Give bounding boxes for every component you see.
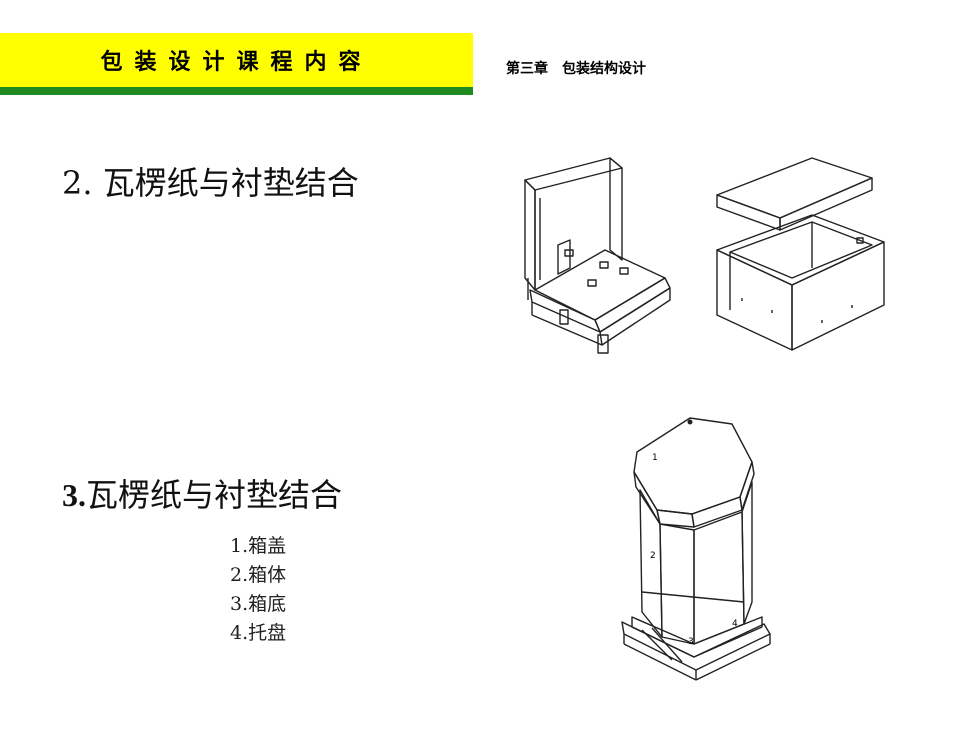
callout-1: 1: [652, 453, 658, 463]
list-item: 1.箱盖: [230, 535, 287, 557]
section-heading-3-text: 瓦楞纸与衬垫结合: [86, 476, 343, 514]
figure-lid-and-box-illustration: [712, 150, 892, 355]
section-heading-3-number: 3.: [62, 477, 86, 513]
callout-3: 3: [688, 637, 694, 647]
parts-list: 1.箱盖 2.箱体 3.箱底 4.托盘: [230, 532, 286, 648]
callout-4: 4: [732, 619, 738, 629]
list-item: 2.箱体: [230, 564, 287, 586]
callout-2: 2: [650, 551, 656, 561]
header-title: 包装设计课程内容: [100, 50, 373, 75]
header-underline: [0, 87, 473, 95]
section-heading-2: 2. 瓦楞纸与衬垫结合: [62, 164, 359, 202]
section-heading-3: 3.瓦楞纸与衬垫结合: [62, 470, 342, 516]
chapter-label: 第三章 包装结构设计: [506, 61, 646, 77]
header-band: [0, 33, 473, 87]
figure-open-tray-illustration: [510, 150, 680, 360]
figure-octagonal-container-illustration: 1 2 3 4: [612, 412, 782, 687]
list-item: 3.箱底: [230, 593, 287, 615]
list-item: 4.托盘: [230, 622, 287, 644]
